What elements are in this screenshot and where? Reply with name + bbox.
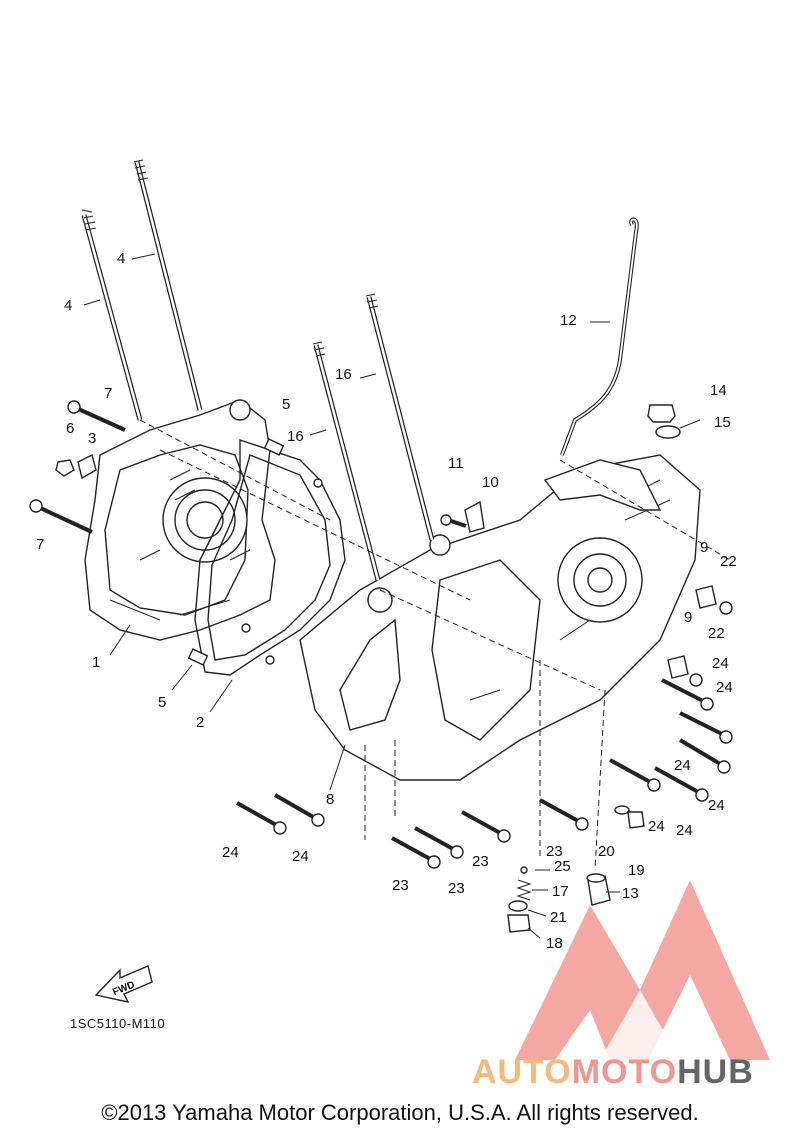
watermark-moto: MOTO xyxy=(571,1053,678,1091)
callout-4b: 4 xyxy=(117,250,125,267)
bolt-11 xyxy=(440,514,467,528)
stud-bolt-16b xyxy=(365,293,435,541)
fwd-arrow: FWD xyxy=(94,965,153,1003)
dowel-5a xyxy=(263,438,285,456)
copyright-notice: ©2013 Yamaha Motor Corporation, U.S.A. A… xyxy=(101,1100,699,1125)
callout-3: 3 xyxy=(88,430,96,447)
watermark-auto: AUTO xyxy=(472,1053,572,1091)
plug-18 xyxy=(507,914,531,933)
diagram-reference-code: 1SC5110-M110 xyxy=(70,1016,166,1031)
callout-23b: 23 xyxy=(472,853,489,870)
callout-5a: 5 xyxy=(282,396,290,413)
bolt-23-set xyxy=(391,798,589,869)
callout-24f: 24 xyxy=(222,844,239,861)
callout-16b: 16 xyxy=(287,428,304,445)
clamp-3 xyxy=(77,453,97,480)
callout-24e: 24 xyxy=(648,818,665,835)
callout-22a: 22 xyxy=(720,553,737,570)
callout-22b: 22 xyxy=(708,625,725,642)
bolt-22b xyxy=(689,673,703,687)
spring-17 xyxy=(516,879,532,901)
clip-9a xyxy=(695,585,717,609)
dowel-5b xyxy=(187,648,209,666)
callout-24a: 24 xyxy=(712,655,729,672)
callout-14: 14 xyxy=(710,382,727,399)
bolt-24-set xyxy=(236,678,733,835)
callout-16a: 16 xyxy=(335,366,352,383)
crankcase-right xyxy=(299,454,701,781)
nut-6 xyxy=(55,459,75,477)
callout-1: 1 xyxy=(92,654,100,671)
callout-11: 11 xyxy=(448,455,464,472)
callout-13: 13 xyxy=(622,885,639,902)
callout-23c: 23 xyxy=(448,880,465,897)
clip-9b xyxy=(667,655,689,679)
callout-24c: 24 xyxy=(708,797,725,814)
callout-10: 10 xyxy=(482,474,499,491)
clip-10 xyxy=(464,500,485,533)
callout-23a: 23 xyxy=(546,843,563,860)
callout-21: 21 xyxy=(550,909,567,926)
bolt-7a xyxy=(67,400,126,432)
crankcase-left xyxy=(84,399,276,641)
breather-pipe xyxy=(560,217,639,456)
plug-14 xyxy=(647,404,676,423)
callout-4a: 4 xyxy=(64,297,72,314)
callout-7a: 7 xyxy=(104,385,112,402)
stud-bolt-4a xyxy=(81,209,143,421)
callout-24d: 24 xyxy=(676,822,693,839)
watermark-logo-mark xyxy=(515,880,770,1060)
callout-8: 8 xyxy=(326,791,334,808)
callout-7b: 7 xyxy=(36,536,44,553)
callout-9a: 9 xyxy=(700,539,708,556)
stud-bolt-4b xyxy=(133,159,203,411)
watermark-hub: HUB xyxy=(677,1053,754,1091)
o-ring-21 xyxy=(508,900,528,912)
crankcase-gasket xyxy=(194,439,346,676)
callout-18: 18 xyxy=(546,935,563,952)
callout-24g: 24 xyxy=(292,848,309,865)
washer-20 xyxy=(614,805,630,815)
leader-lines xyxy=(83,253,731,939)
screen-13 xyxy=(586,873,611,906)
ball-25 xyxy=(520,866,528,874)
stud-bolt-16a xyxy=(312,341,381,581)
callout-2: 2 xyxy=(196,714,204,731)
callout-23d: 23 xyxy=(392,877,409,894)
callout-6: 6 xyxy=(66,420,74,437)
callout-15: 15 xyxy=(714,414,731,431)
callout-12: 12 xyxy=(560,312,577,329)
callout-20: 20 xyxy=(598,843,615,860)
o-ring-15 xyxy=(655,425,681,439)
bolt-22a xyxy=(719,601,733,615)
watermark-wordmark: AUTOMOTOHUB xyxy=(472,1053,754,1092)
callout-5b: 5 xyxy=(158,694,166,711)
bolt-19 xyxy=(627,811,645,829)
bolt-7b xyxy=(29,499,93,534)
callout-17: 17 xyxy=(552,883,569,900)
callout-25: 25 xyxy=(554,858,571,875)
callout-9b: 9 xyxy=(684,609,692,626)
callout-labels: 4 4 7 6 3 7 1 5 5 2 16 16 12 14 15 11 10… xyxy=(36,250,737,952)
callout-24h: 24 xyxy=(674,757,691,774)
callout-19: 19 xyxy=(628,862,645,879)
callout-24b: 24 xyxy=(716,679,733,696)
